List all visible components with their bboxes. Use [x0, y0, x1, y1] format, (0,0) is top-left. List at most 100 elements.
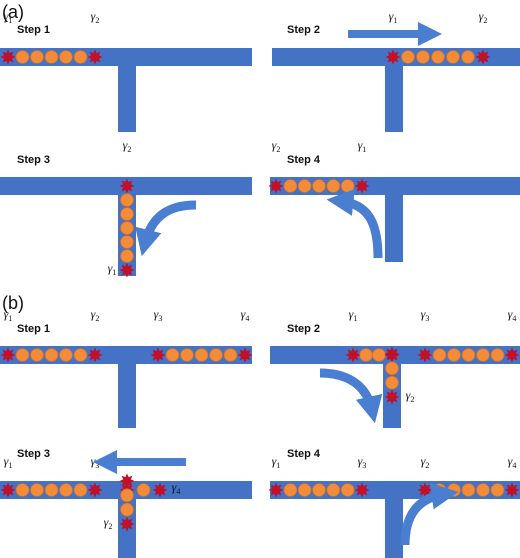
vertical-track — [385, 48, 403, 132]
gamma-label: γ4 — [241, 307, 250, 323]
particle — [359, 348, 373, 362]
anyon-star-icon — [417, 347, 433, 363]
gamma-label: γ4 — [508, 454, 517, 470]
particle — [194, 348, 209, 362]
particle — [446, 50, 460, 64]
gamma-label: γ2 — [91, 9, 100, 25]
gamma-label: γ1 — [108, 261, 117, 277]
anyon-star-icon — [354, 482, 370, 498]
anyon-star-icon — [237, 347, 253, 363]
particle — [447, 348, 461, 362]
particle — [312, 179, 326, 193]
particle — [120, 249, 134, 263]
particle — [15, 348, 30, 362]
panel-8: Step 4 γ1 γ3 γ2 γ4 — [268, 448, 520, 558]
particle — [120, 207, 134, 221]
step-label: Step 2 — [287, 24, 320, 36]
particle — [120, 502, 134, 517]
particle — [120, 221, 134, 235]
step-label: Step 3 — [17, 448, 50, 460]
particle — [476, 483, 490, 497]
particle — [297, 483, 312, 497]
particle — [59, 483, 73, 497]
particle — [44, 348, 59, 362]
particle — [432, 348, 447, 362]
anyon-star-icon — [475, 49, 491, 65]
gamma-label: γ2 — [421, 454, 430, 470]
vertical-track — [385, 481, 403, 558]
gamma-label: γ4 — [172, 480, 181, 496]
gamma-label: γ2 — [91, 307, 100, 323]
anyon-star-icon — [152, 482, 168, 498]
anyon-star-icon — [417, 482, 433, 498]
part-a-label: (a) — [2, 2, 24, 22]
anyon-star-icon — [268, 482, 284, 498]
curved-arrow-up-left-icon — [326, 189, 383, 259]
vertical-track — [118, 48, 136, 132]
particle — [416, 50, 430, 64]
step-label: Step 3 — [17, 154, 50, 166]
anyon-star-icon — [150, 347, 166, 363]
particle — [283, 179, 298, 193]
gamma-label: γ3 — [358, 454, 367, 470]
anyon-star-icon — [0, 347, 16, 363]
part-b-label: (b) — [2, 293, 24, 313]
particle — [120, 193, 134, 207]
particle — [180, 348, 194, 362]
anyon-star-icon — [345, 347, 361, 363]
vertical-track — [385, 177, 403, 262]
particle — [30, 483, 44, 497]
particle — [30, 50, 44, 64]
gamma-label: γ2 — [123, 138, 132, 154]
particle — [120, 488, 134, 503]
panel-3: Step 3 γ2 γ1 — [0, 138, 252, 278]
gamma-label: γ3 — [421, 307, 430, 323]
particle — [461, 50, 475, 64]
anyon-star-icon — [504, 347, 520, 363]
anyon-star-icon — [119, 262, 135, 278]
gamma-label: γ1 — [4, 307, 13, 323]
gamma-label: γ1 — [272, 454, 281, 470]
anyon-star-icon — [268, 178, 284, 194]
anyon-star-icon — [385, 49, 401, 65]
particle — [283, 483, 298, 497]
particle — [461, 483, 476, 497]
particle — [461, 348, 476, 362]
curved-arrow-down-left-icon — [135, 200, 197, 257]
particle — [447, 483, 461, 497]
anyon-star-icon — [0, 482, 16, 498]
gamma-label: γ1 — [358, 138, 367, 154]
particle — [340, 483, 355, 497]
particle — [44, 483, 59, 497]
anyon-star-icon — [0, 49, 16, 65]
gamma-label: γ3 — [91, 454, 100, 470]
gamma-label: γ1 — [389, 9, 398, 25]
particle — [490, 348, 505, 362]
curved-arrow-up-right-icon — [400, 482, 459, 546]
particle — [15, 50, 30, 64]
anyon-star-icon — [384, 346, 400, 362]
particle — [120, 235, 134, 249]
step-label: Step 4 — [287, 448, 321, 460]
particle — [385, 361, 399, 376]
gamma-label: γ2 — [406, 388, 415, 404]
gamma-label: γ4 — [508, 307, 517, 323]
anyon-star-icon — [87, 49, 103, 65]
particle — [73, 348, 88, 362]
anyon-star-icon — [384, 389, 400, 405]
particle — [312, 483, 326, 497]
particle — [73, 483, 88, 497]
anyon-star-icon — [87, 347, 103, 363]
particle — [223, 348, 238, 362]
anyon-star-icon — [354, 178, 370, 194]
particle — [326, 483, 341, 497]
anyon-star-icon — [504, 482, 520, 498]
anyon-star-icon — [119, 473, 135, 489]
